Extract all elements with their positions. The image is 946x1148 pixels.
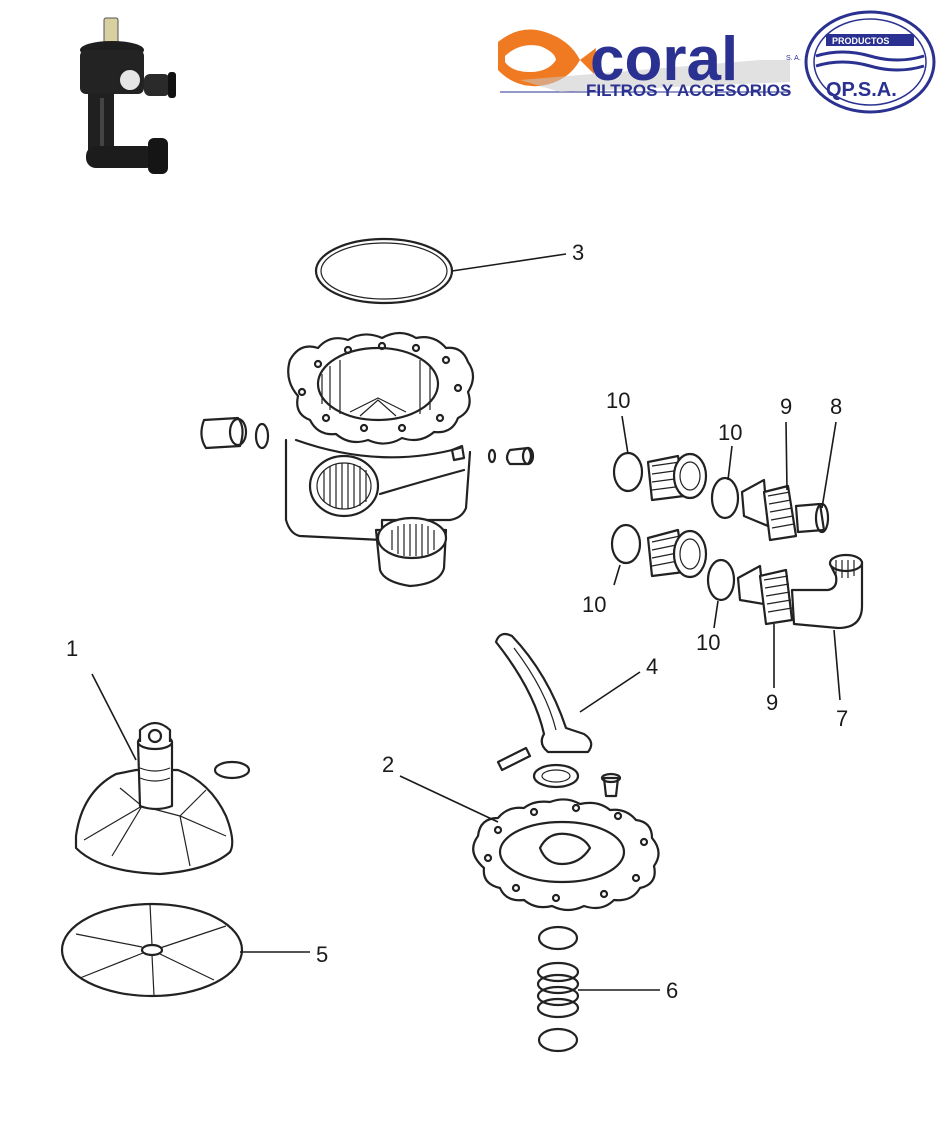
svg-text:S. A.: S. A. — [786, 55, 801, 62]
drain-plug-left — [200, 416, 270, 450]
callout-5: 5 — [316, 942, 328, 967]
part-1-rotor — [74, 721, 251, 876]
callout-1: 1 — [66, 636, 78, 661]
svg-text:FILTROS Y ACCESORIOS: FILTROS Y ACCESORIOS — [586, 81, 791, 100]
svg-text:PRODUCTOS: PRODUCTOS — [832, 36, 889, 46]
upper-fitting-assembly — [612, 451, 830, 542]
part-5-gasket — [60, 902, 244, 998]
callout-4: 4 — [646, 654, 658, 679]
callout-3: 3 — [572, 240, 584, 265]
part-4-handle — [494, 632, 622, 798]
leader-lines — [91, 253, 841, 991]
part-6-oring-stack — [536, 925, 580, 1053]
callout-6: 6 — [666, 978, 678, 1003]
svg-text:QP.S.A.: QP.S.A. — [826, 79, 897, 101]
callout-10-top-right: 10 — [718, 420, 742, 445]
callout-2: 2 — [382, 752, 394, 777]
callout-10-lower-right: 10 — [696, 630, 720, 655]
callout-10-top-left: 10 — [606, 388, 630, 413]
qp-logo: PRODUCTOS QP.S.A. — [804, 10, 936, 114]
part-3-oring — [314, 237, 454, 305]
callout-9-upper: 9 — [780, 394, 792, 419]
coral-logo: coral FILTROS Y ACCESORIOS S. A. — [498, 25, 801, 100]
valve-product-photo — [80, 17, 176, 174]
callout-7: 7 — [836, 706, 848, 731]
part-2-cover — [472, 798, 660, 912]
valve-body — [284, 331, 475, 588]
lower-fitting-assembly — [610, 523, 864, 630]
callout-9-lower: 9 — [766, 690, 778, 715]
sight-plug-right — [487, 446, 535, 466]
callout-8: 8 — [830, 394, 842, 419]
callout-labels: 1 2 3 4 5 6 7 8 9 9 10 10 10 10 — [66, 240, 848, 1003]
callout-10-lower-left: 10 — [582, 592, 606, 617]
svg-text:coral: coral — [590, 25, 738, 94]
